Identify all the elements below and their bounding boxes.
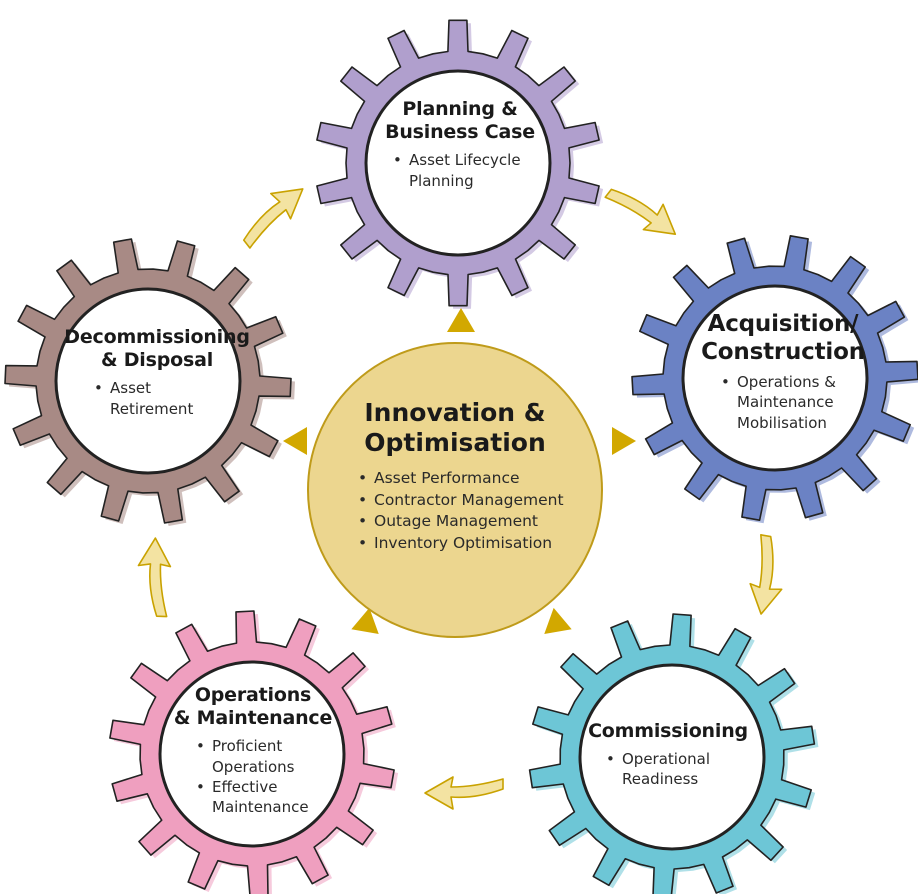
stage-operations-item-1: Proficient Operations bbox=[192, 736, 338, 777]
stage-commissioning-item-1-line-1: Operational bbox=[622, 750, 711, 769]
stage-operations-item-2-line-1: Effective bbox=[212, 777, 278, 796]
stage-acquisition-item-1-line-3: Mobilisation bbox=[737, 413, 827, 432]
center-item-inventory-optimisation: Inventory Optimisation bbox=[354, 533, 570, 555]
stage-commissioning-title: Commissioning bbox=[578, 720, 758, 743]
stage-planning-title-line-1: Planning & bbox=[402, 98, 518, 120]
center-item-contractor-management: Contractor Management bbox=[354, 490, 570, 512]
pointer-left bbox=[283, 427, 307, 455]
pointer-down-left bbox=[351, 607, 379, 634]
stage-commissioning-item-1-line-2: Readiness bbox=[622, 770, 699, 789]
stage-decommissioning-title-line-1: Decommissioning bbox=[64, 326, 250, 348]
stage-planning-title-line-2: Business Case bbox=[385, 121, 535, 144]
stage-acquisition-title: Acquisition/ Construction bbox=[693, 310, 873, 366]
stage-decommissioning-item-1: Asset Retirement bbox=[90, 378, 262, 419]
stage-acquisition-title-line-1: Acquisition/ bbox=[707, 311, 859, 337]
arrow-operations-to-decommissioning bbox=[137, 537, 172, 618]
stage-commissioning-title-line-1: Commissioning bbox=[588, 720, 748, 742]
arrow-commissioning-to-operations bbox=[424, 776, 504, 810]
stage-operations-title-line-1: Operations bbox=[194, 684, 312, 706]
stage-acquisition-list: Operations & Maintenance Mobilisation bbox=[717, 372, 873, 433]
stage-operations-item-2-line-2: Maintenance bbox=[212, 798, 309, 817]
stage-decommissioning-title: Decommissioning & Disposal bbox=[52, 326, 262, 372]
stage-commissioning-list: Operational Readiness bbox=[602, 749, 758, 790]
stage-acquisition-item-1-line-2: Maintenance bbox=[737, 393, 834, 412]
stage-operations-list: Proficient Operations Effective Maintena… bbox=[192, 736, 338, 817]
stage-decommissioning-item-1-line-1: Asset bbox=[110, 379, 152, 398]
stage-planning-list: Asset Lifecycle Planning bbox=[389, 150, 545, 191]
stage-operations-item-2: Effective Maintenance bbox=[192, 777, 338, 818]
center-list: Asset Performance Contractor Management … bbox=[354, 468, 570, 555]
arrow-decommissioning-to-planning bbox=[242, 188, 304, 249]
stage-planning-item-1-line-1: Asset Lifecycle bbox=[409, 151, 521, 170]
stage-operations-item-1-line-2: Operations bbox=[212, 757, 295, 776]
stage-decommissioning-title-line-2: & Disposal bbox=[100, 349, 214, 372]
stage-acquisition-label: Acquisition/ Construction Operations & M… bbox=[693, 310, 873, 433]
center-title-line-2: Optimisation bbox=[364, 428, 546, 457]
pointer-right bbox=[612, 427, 636, 455]
stage-planning-title: Planning & Business Case bbox=[375, 98, 545, 144]
stage-planning-item-1-line-2: Planning bbox=[409, 171, 474, 190]
arrow-planning-to-acquisition bbox=[604, 188, 677, 236]
center-item-outage-management: Outage Management bbox=[354, 511, 570, 533]
stage-decommissioning-item-1-line-2: Retirement bbox=[110, 399, 194, 418]
stage-planning-label: Planning & Business Case Asset Lifecycle… bbox=[375, 98, 545, 191]
stage-acquisition-item-1: Operations & Maintenance Mobilisation bbox=[717, 372, 873, 433]
stage-commissioning-item-1: Operational Readiness bbox=[602, 749, 758, 790]
center-title: Innovation & Optimisation bbox=[340, 398, 570, 458]
arrow-acquisition-to-commissioning bbox=[749, 533, 783, 615]
cycle-arrows bbox=[137, 188, 783, 810]
stage-operations-title-line-2: & Maintenance bbox=[173, 707, 333, 730]
pointer-up bbox=[447, 308, 475, 332]
stage-decommissioning-list: Asset Retirement bbox=[90, 378, 262, 419]
pointer-down-right bbox=[544, 607, 572, 634]
stage-planning-item-1: Asset Lifecycle Planning bbox=[389, 150, 545, 191]
stage-operations-label: Operations & Maintenance Proficient Oper… bbox=[168, 684, 338, 817]
stage-acquisition-item-1-line-1: Operations & bbox=[737, 373, 836, 392]
stage-operations-item-1-line-1: Proficient bbox=[212, 737, 283, 756]
center-item-asset-performance: Asset Performance bbox=[354, 468, 570, 490]
center-pointers bbox=[283, 308, 636, 634]
stage-operations-title: Operations & Maintenance bbox=[168, 684, 338, 730]
center-label: Innovation & Optimisation Asset Performa… bbox=[340, 398, 570, 555]
stage-acquisition-title-line-2: Construction bbox=[701, 339, 865, 366]
center-title-line-1: Innovation & bbox=[364, 398, 546, 427]
stage-commissioning-label: Commissioning Operational Readiness bbox=[578, 720, 758, 790]
stage-decommissioning-label: Decommissioning & Disposal Asset Retirem… bbox=[52, 326, 262, 419]
